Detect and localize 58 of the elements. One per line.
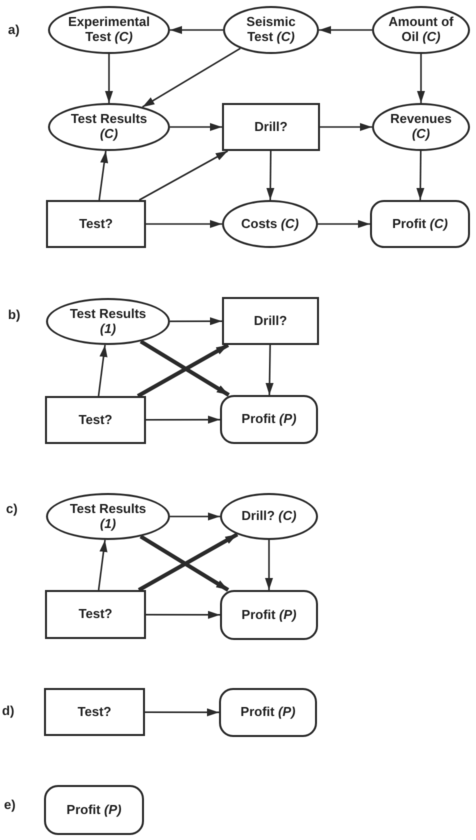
arrow — [170, 123, 222, 131]
node-label: Profit (P) — [240, 412, 298, 427]
arrow — [142, 48, 241, 108]
value-node — [370, 200, 470, 248]
panel-label: b) — [8, 307, 20, 322]
node-label: Drill? — [252, 314, 288, 328]
arrow — [266, 344, 274, 396]
decision-box — [45, 396, 146, 444]
value-node — [219, 688, 317, 737]
node-label: Test Results (1) — [68, 502, 148, 532]
node-label: Profit (P) — [240, 608, 298, 622]
node-label: Experimental Test (C) — [67, 15, 151, 45]
panel-label: e) — [4, 797, 16, 812]
decision-box — [46, 200, 146, 248]
arrow — [98, 150, 108, 200]
node-label: Amount of Oil (C) — [388, 15, 454, 45]
arrow — [319, 26, 372, 34]
arrow — [98, 540, 108, 590]
node-label: Costs (C) — [240, 216, 300, 232]
arrow — [266, 151, 274, 200]
arrow — [138, 150, 228, 201]
node-label: Test Results (1) — [68, 306, 148, 336]
arrow — [98, 344, 108, 396]
arrow — [417, 54, 425, 103]
arrow — [318, 220, 370, 228]
arrow — [105, 54, 113, 103]
arrow — [416, 151, 424, 200]
decision-box — [222, 297, 319, 345]
node-label: Test? — [78, 607, 114, 622]
arrow — [146, 220, 222, 228]
arrow — [146, 416, 220, 424]
arrow — [320, 123, 372, 131]
node-label: Test? — [76, 704, 112, 720]
arrow — [265, 540, 273, 590]
node-label: Profit (C) — [391, 216, 449, 232]
value-node — [44, 785, 144, 835]
decision-box — [45, 590, 146, 639]
value-node — [220, 395, 318, 444]
node-label: Profit (P) — [240, 705, 296, 720]
panel-label: a) — [8, 22, 20, 37]
arrow — [170, 512, 220, 520]
decision-box — [222, 103, 320, 151]
panel-label: d) — [2, 703, 14, 718]
node-label: Drill? — [253, 120, 289, 134]
node-label: Test? — [78, 216, 114, 232]
node-label: Revenues (C) — [389, 112, 453, 142]
node-label: Test Results (C) — [70, 112, 148, 142]
node-label: Test? — [78, 412, 114, 428]
arrow — [170, 317, 222, 326]
decision-box — [44, 688, 145, 736]
node-label: Drill? (C) — [240, 509, 298, 524]
node-label: Seismic Test (C) — [245, 15, 297, 45]
panel-label: c) — [6, 501, 18, 516]
node-label: Profit (P) — [66, 802, 122, 818]
arrow — [145, 708, 219, 716]
arrow — [170, 26, 223, 34]
value-node — [220, 590, 318, 640]
arrow — [146, 610, 220, 619]
